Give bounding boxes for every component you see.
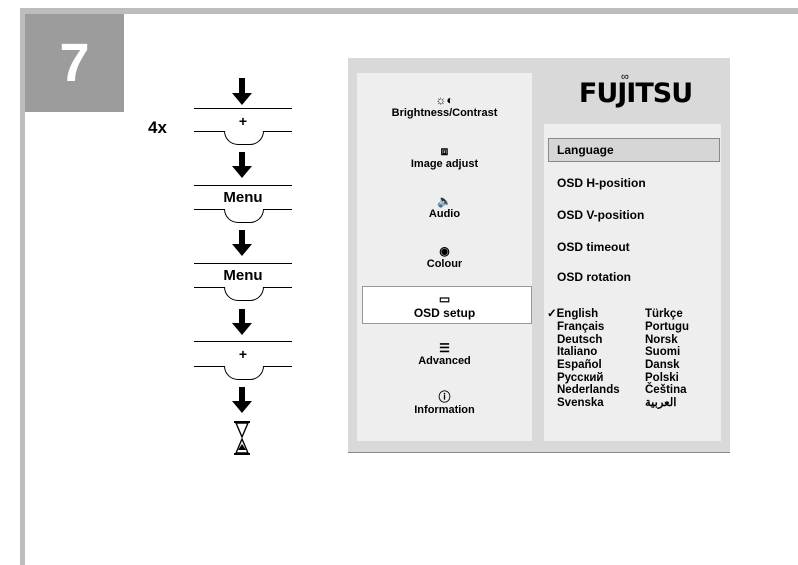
language-option[interactable]: Svenska — [557, 397, 604, 409]
menu-item-label: Colour — [426, 258, 463, 270]
language-option[interactable]: Nederlands — [557, 384, 620, 396]
language-option[interactable]: Русский — [557, 372, 604, 384]
image-adjust-icon: ⧈ — [440, 144, 449, 158]
menu-button-label: Menu — [223, 267, 263, 284]
menu-item-selected-highlight — [362, 286, 532, 324]
button-press-icon — [224, 131, 264, 145]
plus-button-label: + — [238, 346, 248, 362]
step-number-badge: 7 — [25, 14, 124, 112]
menu-item-audio[interactable]: 🔈 Audio — [357, 194, 532, 220]
language-option[interactable]: Norsk — [645, 334, 678, 346]
submenu-item-osd-rotation[interactable]: OSD rotation — [557, 270, 631, 284]
hourglass-icon — [234, 421, 250, 455]
language-option[interactable]: Deutsch — [557, 334, 603, 346]
osd-main-menu — [357, 73, 532, 441]
info-icon: ⓘ — [438, 390, 451, 404]
menu-item-label: Advanced — [418, 355, 471, 367]
menu-item-image-adjust[interactable]: ⧈ Image adjust — [357, 144, 532, 170]
menu-item-label: Information — [414, 404, 475, 416]
language-option[interactable]: Español — [557, 359, 602, 371]
palette-icon: ◉ — [439, 244, 450, 258]
logo-mark-icon: ∞ — [621, 71, 629, 83]
repeat-count-label: 4x — [148, 118, 167, 137]
menu-button-label: Menu — [223, 189, 263, 206]
speaker-icon: 🔈 — [437, 194, 452, 208]
language-option[interactable]: Dansk — [645, 359, 680, 371]
language-option[interactable]: ✓English — [547, 308, 599, 320]
language-option[interactable]: العربية — [645, 397, 677, 409]
submenu-item-osd-timeout[interactable]: OSD timeout — [557, 240, 630, 254]
language-option[interactable]: Italiano — [557, 346, 598, 358]
brand-logo: FUJITSU — [578, 78, 693, 109]
menu-item-information[interactable]: ⓘ Information — [357, 390, 532, 416]
button-press-icon — [224, 287, 264, 301]
menu-item-colour[interactable]: ◉ Colour — [357, 244, 532, 270]
submenu-item-language[interactable]: Language — [557, 143, 614, 157]
menu-item-label: Image adjust — [410, 158, 479, 170]
language-option[interactable]: Polski — [645, 372, 679, 384]
submenu-item-osd-h-position[interactable]: OSD H-position — [557, 176, 646, 190]
language-option[interactable]: Čeština — [645, 384, 687, 396]
menu-item-brightness-contrast[interactable]: ☼◐ Brightness/Contrast — [357, 93, 532, 119]
menu-item-label: OSD setup — [413, 306, 476, 320]
menu-item-advanced[interactable]: ☰ Advanced — [357, 341, 532, 367]
button-press-icon — [224, 209, 264, 223]
language-option[interactable]: Portugu — [645, 321, 690, 333]
plus-button-label: + — [238, 113, 248, 129]
submenu-selected-highlight — [548, 138, 720, 162]
osd-setup-icon: ▭ — [438, 292, 451, 306]
language-list — [544, 304, 721, 441]
submenu-item-osd-v-position[interactable]: OSD V-position — [557, 208, 645, 222]
language-option[interactable]: Français — [557, 321, 605, 333]
brightness-contrast-icon: ☼◐ — [435, 93, 454, 107]
language-option[interactable]: Suomi — [645, 346, 681, 358]
frame-left-border — [20, 8, 25, 565]
menu-item-label: Audio — [428, 208, 461, 220]
button-press-icon — [224, 366, 264, 380]
menu-item-osd-setup[interactable]: ▭ OSD setup — [357, 292, 532, 320]
advanced-settings-icon: ☰ — [439, 341, 450, 355]
frame-top-border — [20, 8, 798, 14]
language-option[interactable]: Türkçe — [645, 308, 683, 320]
menu-item-label: Brightness/Contrast — [391, 107, 498, 119]
